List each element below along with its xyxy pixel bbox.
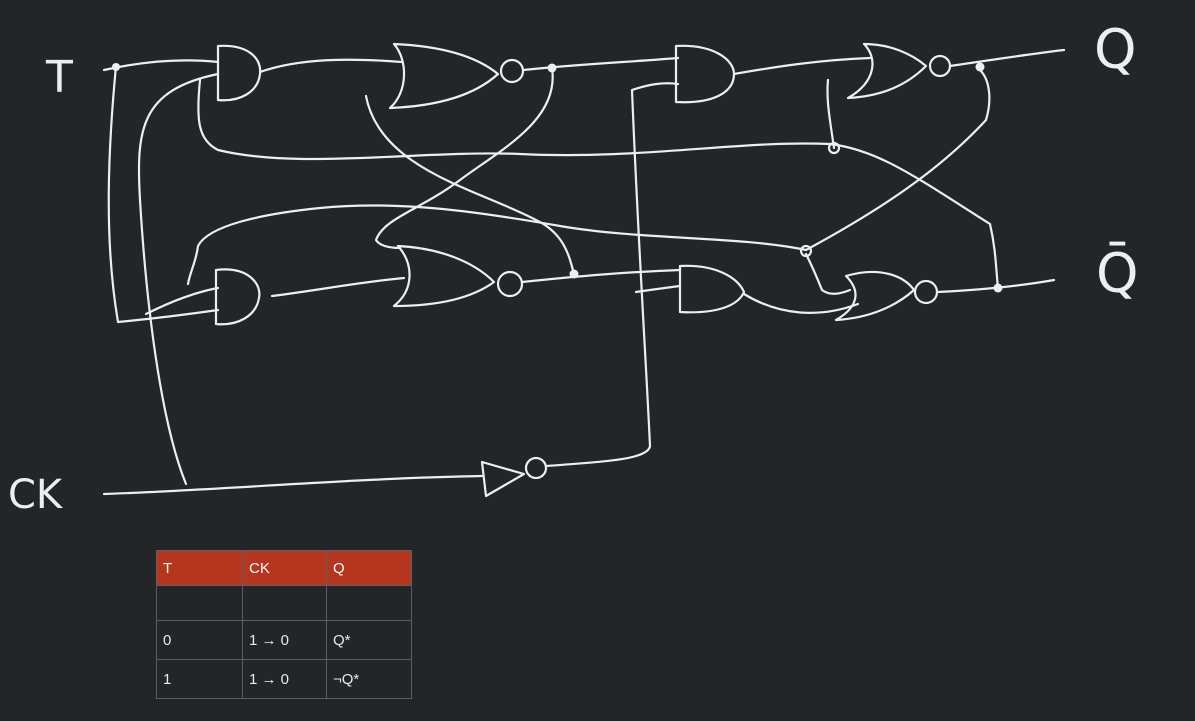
table-row: 1 1 → 0 ¬Q* — [156, 659, 412, 699]
wires — [102, 48, 1066, 496]
wire-master-cross-1 — [374, 66, 554, 250]
wire-slave-and-top-out — [732, 56, 872, 76]
truth-table-header-t: T — [156, 550, 243, 586]
table-row: 0 1 → 0 Q* — [156, 620, 412, 660]
wire-and-top-out — [258, 58, 404, 74]
label-ck: CK — [8, 472, 64, 518]
nor-gate-slave-bottom — [834, 270, 939, 322]
table-cell — [326, 585, 412, 621]
wire-ckbar-to-slave-top — [544, 82, 680, 468]
wire-master-cross-2 — [364, 94, 576, 276]
wire-and-bottom-out — [270, 276, 406, 298]
table-cell — [156, 585, 243, 621]
and-gate-slave-bottom — [678, 264, 746, 314]
wire-feedback-qbar-to-top-and — [197, 78, 1000, 290]
label-q-bar: Q̄ — [1096, 242, 1139, 305]
wire-ck-to-bottom-and — [144, 286, 220, 316]
wire-ck-input — [102, 474, 484, 496]
flip-flop-circuit-diagram: T CK Q Q̄ — [8, 18, 1139, 518]
table-cell — [242, 585, 327, 621]
table-cell: 1 — [156, 659, 243, 699]
truth-table-header-row: T CK Q — [156, 550, 412, 586]
and-gate-master-top — [216, 44, 262, 102]
wire-slave-and-bottom-out — [742, 292, 860, 314]
and-gate-master-bottom — [214, 268, 261, 326]
junction-t — [112, 63, 120, 71]
wire-feedback-q-to-bottom-and — [186, 68, 991, 286]
junction-master-qbar — [569, 269, 579, 279]
truth-table-header-ck: CK — [242, 550, 327, 586]
nor-gate-master-bottom — [392, 244, 524, 308]
junction-slave-qbar — [993, 283, 1003, 293]
truth-table-header-q: Q — [326, 550, 412, 586]
nor-gate-master-top — [388, 42, 525, 110]
table-cell: 0 — [156, 620, 243, 660]
wire-slave-cross-2 — [804, 252, 852, 295]
wire-master-qbar-out — [520, 268, 682, 284]
wire-q-output — [948, 48, 1066, 68]
nor-bubble-master-top — [499, 58, 525, 84]
junction-slave-cross-top — [827, 141, 841, 155]
label-q: Q — [1094, 18, 1137, 81]
table-cell: ¬Q* — [326, 659, 412, 699]
table-row — [156, 585, 412, 621]
table-cell: 1 → 0 — [242, 659, 327, 699]
table-cell: Q* — [326, 620, 412, 660]
nor-bubble-slave-top — [928, 54, 952, 78]
wire-t-to-bottom-and — [107, 64, 220, 324]
truth-table: T CK Q 0 1 → 0 Q* 1 1 → 0 ¬Q* — [156, 550, 412, 699]
and-gate-slave-top — [674, 44, 736, 104]
wire-master-q-out — [521, 56, 680, 72]
wire-ck-to-top-and — [137, 72, 220, 486]
not-bubble-clock — [524, 456, 548, 480]
wire-ckbar-to-slave-bottom — [634, 284, 682, 294]
wire-t-input — [102, 59, 220, 72]
junction-slave-cross-bottom — [799, 244, 813, 258]
junction-master-q — [547, 63, 557, 73]
nor-bubble-master-bottom — [496, 270, 524, 298]
junction-dots — [112, 62, 1003, 293]
nor-gate-slave-top — [846, 42, 952, 100]
label-t: T — [45, 52, 73, 103]
junction-slave-q — [975, 62, 985, 72]
nor-bubble-slave-bottom — [913, 279, 939, 305]
wire-slave-cross-1 — [826, 78, 836, 150]
not-gate-clock — [480, 456, 548, 498]
table-cell: 1 → 0 — [242, 620, 327, 660]
